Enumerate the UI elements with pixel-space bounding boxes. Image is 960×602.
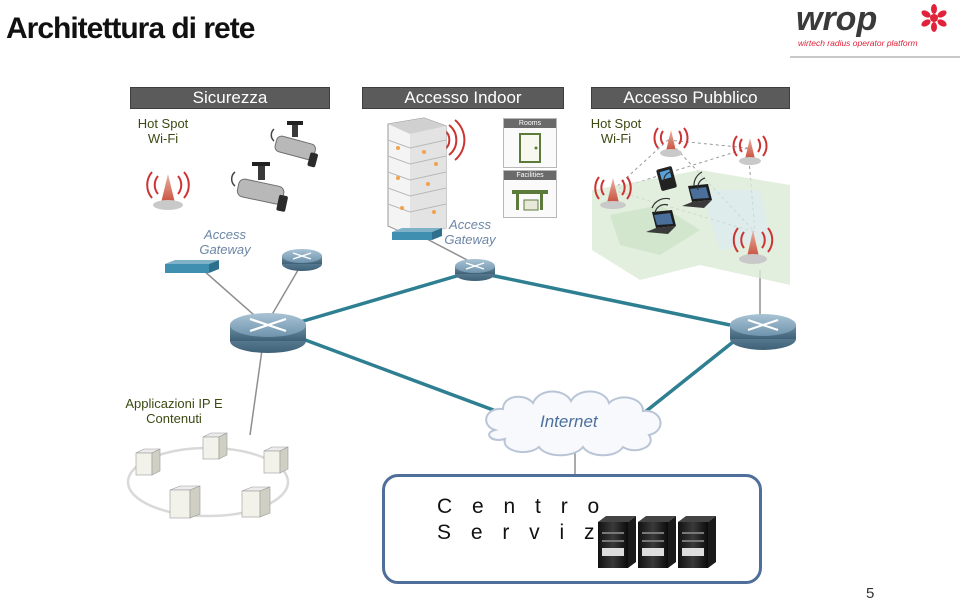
server-small-icon — [169, 485, 201, 519]
laptop-icon — [646, 210, 676, 234]
desk-icon — [512, 190, 548, 211]
apps-label: Applicazioni IP E Contenuti — [125, 396, 223, 426]
door-icon — [519, 133, 541, 163]
header-divider — [790, 56, 960, 58]
access-gateway-device-icon — [165, 260, 219, 273]
server-rack-icon — [598, 516, 716, 568]
facilities-panel: Facilities — [503, 170, 557, 218]
security-camera-icon — [270, 121, 318, 168]
router-icon — [730, 314, 796, 350]
router-icon — [455, 259, 495, 281]
section-accesso-indoor: Accesso Indoor — [362, 87, 564, 109]
server-small-icon — [241, 486, 271, 518]
building-icon — [387, 117, 447, 237]
server-small-icon — [135, 448, 161, 476]
hotspot-antenna-icon — [443, 119, 466, 161]
access-gateway-device-icon — [392, 228, 442, 240]
section-sicurezza: Sicurezza — [130, 87, 330, 109]
hotspot-antenna-icon — [732, 135, 768, 165]
rooms-panel: Rooms — [503, 118, 557, 168]
page-number: 5 — [866, 585, 875, 602]
rooms-label: Rooms — [504, 119, 556, 128]
router-icon — [282, 249, 322, 271]
hotspot-label-left: Hot Spot Wi-Fi — [137, 116, 189, 146]
logo-tagline: wirtech radius operator platform — [798, 38, 918, 48]
gateway-label-left: Access Gateway — [199, 227, 251, 257]
logo-brand: wrop — [796, 0, 877, 38]
hotspot-label-right: Hot Spot Wi-Fi — [590, 116, 642, 146]
server-small-icon — [263, 446, 289, 474]
hotspot-antenna-icon — [146, 171, 190, 210]
facilities-label: Facilities — [504, 171, 556, 180]
internet-cloud-icon — [485, 390, 662, 457]
router-icon — [230, 313, 306, 353]
backbone-links — [299, 273, 740, 422]
park-map — [592, 170, 790, 285]
internet-label: Internet — [540, 412, 598, 431]
hotspot-antenna-icon — [653, 127, 689, 157]
server-small-icon — [202, 432, 228, 460]
wrop-logo: wrop wirtech radius operator platform — [792, 0, 952, 56]
page-title: Architettura di rete — [6, 12, 255, 45]
section-accesso-pubblico: Accesso Pubblico — [591, 87, 790, 109]
hotspot-antenna-icon — [732, 227, 774, 264]
laptop-icon — [682, 184, 712, 208]
gateway-label-mid: Access Gateway — [444, 217, 496, 247]
hotspot-antenna-icon — [594, 176, 632, 209]
security-camera-icon — [230, 162, 288, 212]
flower-icon — [921, 4, 947, 32]
